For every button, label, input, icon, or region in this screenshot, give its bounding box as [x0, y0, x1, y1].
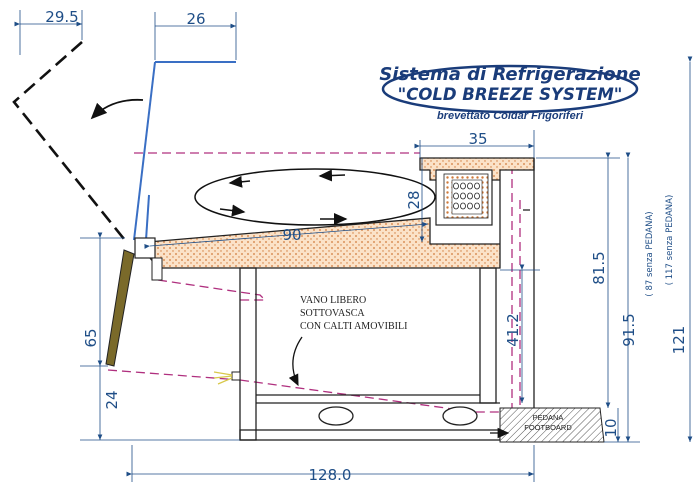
dimension-41-2: 41.2 [500, 264, 540, 403]
worktop [134, 157, 535, 269]
dim-35-label: 35 [468, 130, 487, 148]
dim-26-label: 26 [186, 10, 205, 28]
open-lid-dashed [12, 41, 130, 245]
pedana-label: PEDANA [533, 413, 564, 422]
dim-128-label: 128.0 [309, 466, 352, 484]
caster-left [318, 406, 354, 426]
logo-title: Sistema di Refrigerazione [379, 64, 640, 85]
footboard: PEDANA FOOTBOARD [490, 407, 605, 443]
dim-117-note: ( 117 senza PEDANA) [665, 195, 675, 286]
dimension-10: 10 [602, 408, 640, 443]
dimension-29-5: 29.5 [14, 8, 83, 55]
logo-ellipse [381, 64, 639, 114]
base-cabinet [213, 267, 501, 441]
dim-87-note: ( 87 senza PEDANA) [645, 211, 655, 296]
glass-panel [133, 61, 236, 241]
dim-91-5-label: 91.5 [620, 313, 638, 346]
dimension-26: 26 [154, 10, 237, 60]
dim-65-label: 65 [82, 328, 100, 347]
dimension-128: 128.0 [126, 445, 535, 484]
caster-right [442, 406, 478, 426]
front-panel [105, 249, 135, 367]
dimension-24: 24 [80, 366, 240, 441]
dimension-35: 35 [414, 130, 535, 158]
vano-line-3: CON CALTI AMOVIBILI [300, 321, 407, 332]
dim-24-label: 24 [103, 390, 121, 409]
back-profile [523, 158, 535, 410]
logo-patent: brevettato Coldar Frigoriferi [437, 110, 584, 122]
vano-note: VANO LIBERO SOTTOVASCA CON CALTI AMOVIBI… [288, 295, 407, 387]
cold-air-flow [194, 168, 436, 226]
logo: Sistema di Refrigerazione "COLD BREEZE S… [379, 64, 640, 122]
footboard-label: FOOTBOARD [524, 423, 572, 432]
dimension-81-5: 81.5 [536, 152, 620, 408]
dimension-91-5: 91.5 ( 87 senza PEDANA) [620, 152, 655, 442]
dim-121-label: 121 [670, 326, 688, 355]
vano-line-2: SOTTOVASCA [300, 308, 365, 319]
lid-rotation-arrow [90, 98, 144, 120]
dimension-65: 65 [80, 232, 125, 367]
dim-90-label: 90 [282, 226, 301, 244]
vano-line-1: VANO LIBERO [300, 295, 366, 306]
dimension-90: 90 [144, 222, 429, 249]
dim-28-label: 28 [405, 190, 423, 209]
logo-system-name: "COLD BREEZE SYSTEM" [398, 85, 623, 104]
dim-41-2-label: 41.2 [504, 313, 522, 346]
dimension-121: 121 ( 117 senza PEDANA) [665, 56, 693, 442]
dim-29-5-label: 29.5 [45, 8, 78, 26]
dim-10-label: 10 [602, 418, 620, 437]
dim-81-5-label: 81.5 [590, 251, 608, 284]
